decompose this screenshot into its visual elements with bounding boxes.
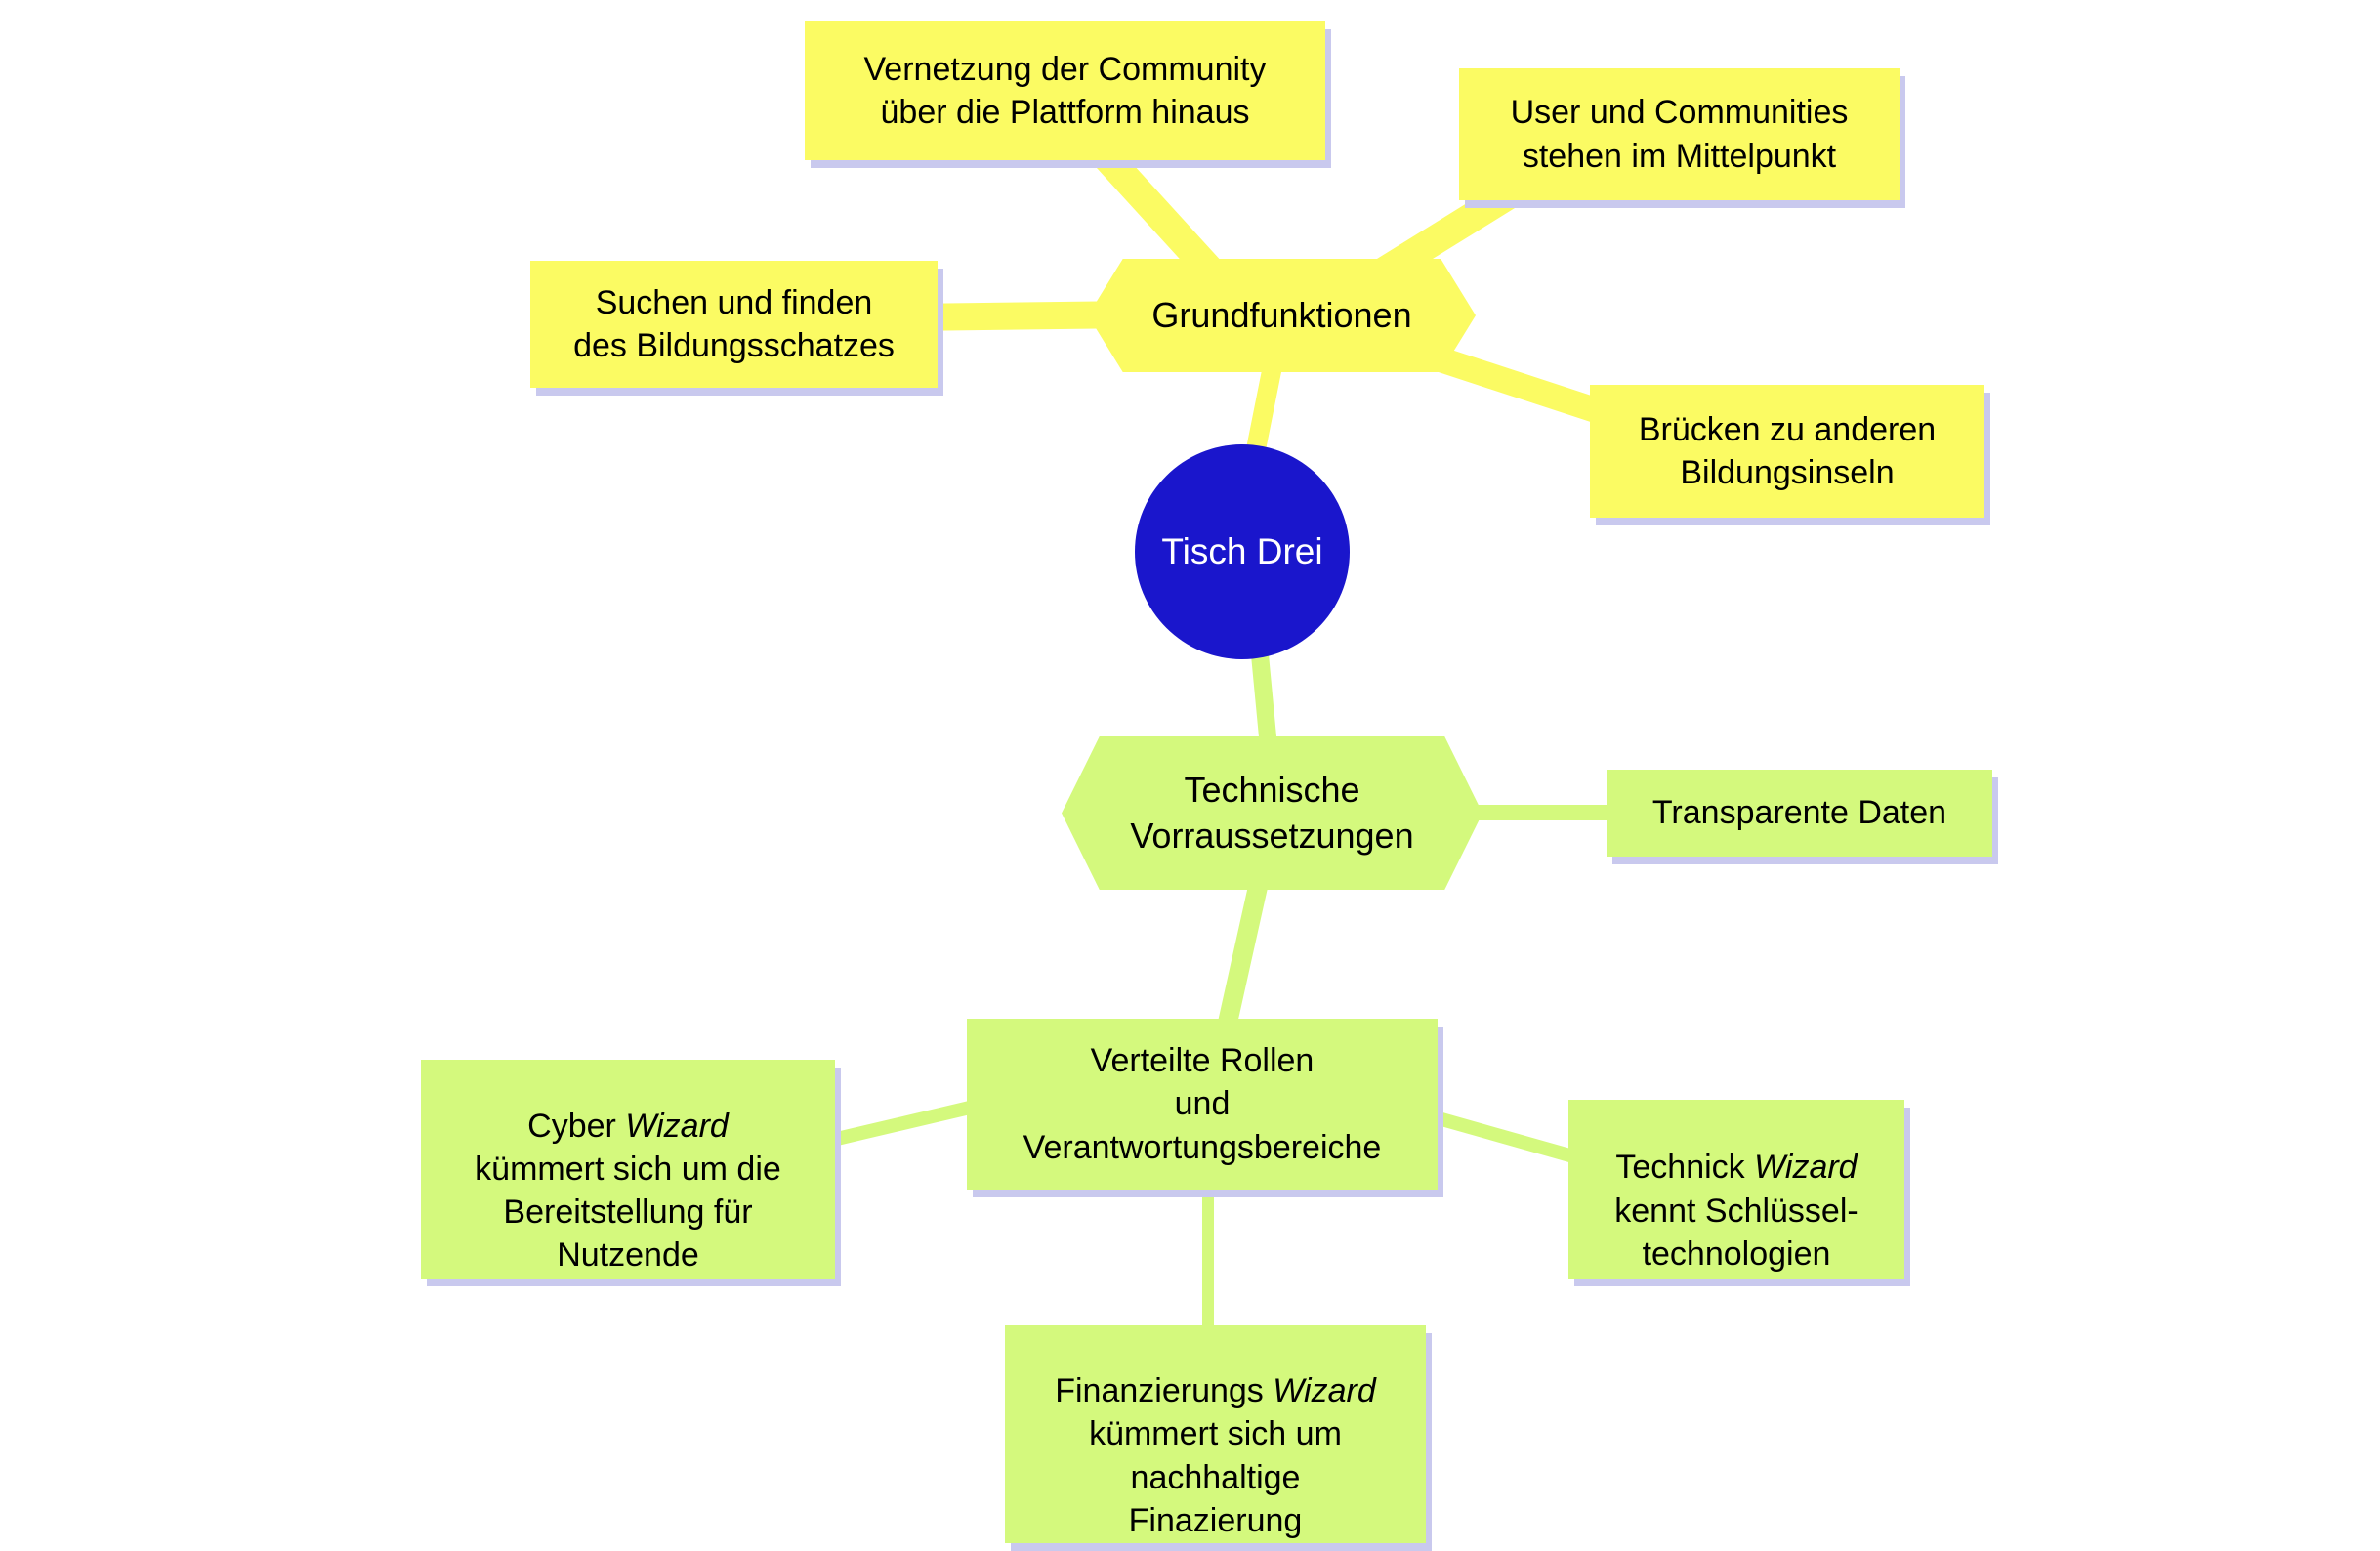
label-wizard: Wizard (1754, 1149, 1858, 1187)
edge-technik-verteilte (1214, 866, 1272, 1043)
node-label: Technick Wizard kennt Schlüssel- technol… (1614, 1103, 1858, 1276)
label-prefix: Cyber (527, 1107, 626, 1145)
node-root-tisch-drei[interactable]: Tisch Drei (1135, 444, 1350, 659)
node-label: Transparente Daten (1651, 794, 1947, 832)
node-label: Verteilte Rollen und Verantwortungsberei… (1023, 1042, 1382, 1166)
node-label: Grundfunktionen (1151, 294, 1412, 335)
node-label: Vernetzung der Community über die Plattf… (863, 50, 1267, 131)
node-bruecken[interactable]: Brücken zu anderen Bildungsinseln (1590, 385, 1984, 518)
node-label: Technische Vorraussetzungen (1130, 769, 1414, 856)
node-label: Cyber Wizard kümmert sich um die Bereits… (475, 1062, 781, 1278)
node-label: Tisch Drei (1161, 530, 1323, 571)
node-label: Finanzierungs Wizard kümmert sich um nac… (1055, 1326, 1376, 1542)
node-transparente-daten[interactable]: Transparente Daten (1607, 770, 1992, 857)
node-grundfunktionen[interactable]: Grundfunktionen (1088, 259, 1476, 372)
label-prefix: Finanzierungs (1055, 1372, 1274, 1410)
node-label: User und Communities stehen im Mittelpun… (1510, 94, 1849, 175)
node-vernetzung-community[interactable]: Vernetzung der Community über die Plattf… (805, 21, 1325, 160)
node-suchen-finden[interactable]: Suchen und finden des Bildungsschatzes (530, 261, 938, 388)
label-rest: kümmert sich um die Bereitstellung für N… (475, 1150, 781, 1275)
node-verteilte-rollen[interactable]: Verteilte Rollen und Verantwortungsberei… (967, 1019, 1438, 1190)
node-label: Brücken zu anderen Bildungsinseln (1638, 410, 1937, 491)
label-wizard: Wizard (625, 1107, 729, 1145)
label-wizard: Wizard (1273, 1372, 1376, 1410)
label-rest: kümmert sich um nachhaltige Finazierung (1089, 1415, 1342, 1539)
edge-verteilte-cyber (818, 1097, 988, 1150)
node-user-communities[interactable]: User und Communities stehen im Mittelpun… (1459, 68, 1900, 200)
label-prefix: Technick (1615, 1149, 1755, 1187)
node-technick-wizard[interactable]: Technick Wizard kennt Schlüssel- technol… (1568, 1100, 1904, 1279)
label-rest: kennt Schlüssel- technologien (1614, 1192, 1858, 1273)
edge-verteilte-technick (1419, 1107, 1589, 1167)
node-label: Suchen und finden des Bildungsschatzes (573, 283, 895, 364)
node-technische-vorraussetzungen[interactable]: Technische Vorraussetzungen (1062, 736, 1482, 890)
node-finanzierungs-wizard[interactable]: Finanzierungs Wizard kümmert sich um nac… (1005, 1325, 1426, 1543)
node-cyber-wizard[interactable]: Cyber Wizard kümmert sich um die Bereits… (421, 1060, 835, 1279)
